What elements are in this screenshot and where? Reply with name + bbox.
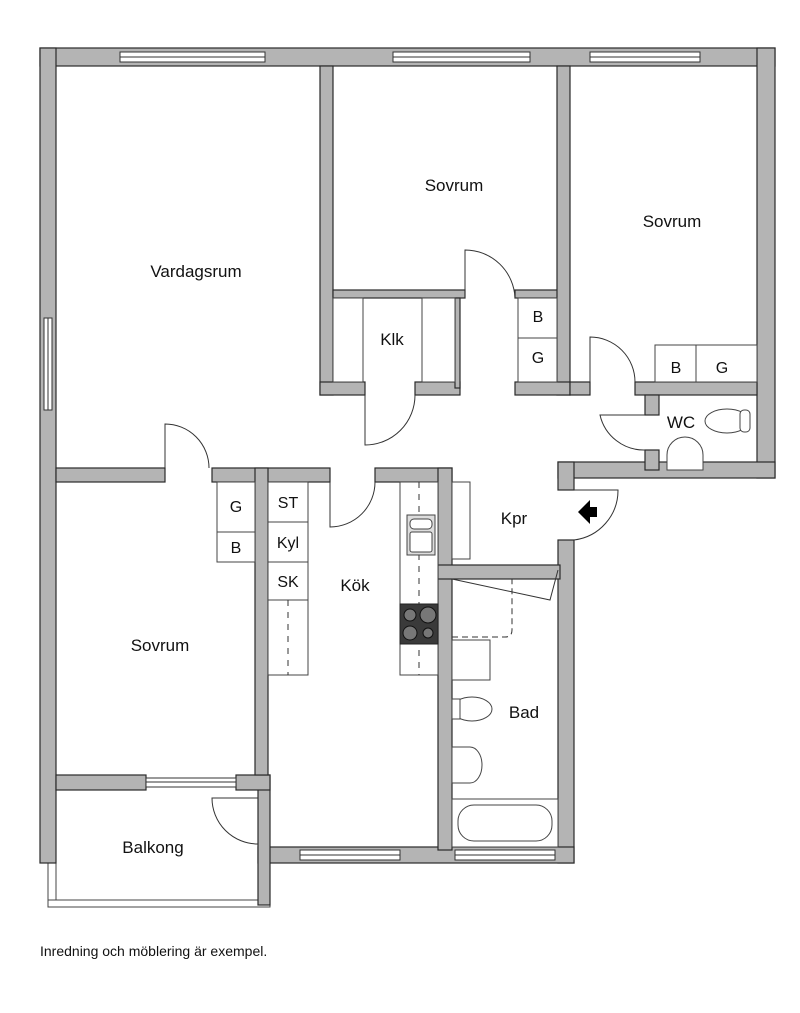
room-label-bad: Bad [509, 703, 539, 722]
room-label-sovrum-top: Sovrum [425, 176, 484, 195]
basin-icon [451, 746, 483, 784]
room-label-vardagsrum: Vardagsrum [150, 262, 241, 281]
storage-label: G [230, 499, 242, 516]
room-label-kpr: Kpr [501, 509, 528, 528]
room-label-sovrum-left: Sovrum [131, 636, 190, 655]
storage-label: Kyl [277, 535, 299, 552]
room-label-sovrum-right: Sovrum [643, 212, 702, 231]
fixtures [216, 297, 758, 848]
storage-label: G [532, 350, 544, 367]
room-label-wc: WC [667, 413, 695, 432]
wc-basin-icon [666, 436, 704, 471]
room-label-kok: Kök [340, 576, 370, 595]
disclaimer-note: Inredning och möblering är exempel. [40, 943, 268, 959]
storage-label: B [533, 309, 544, 326]
doors [164, 249, 646, 845]
storage-label: ST [278, 495, 299, 512]
entrance-arrow-icon [578, 500, 597, 524]
walls [39, 47, 776, 906]
storage-label: SK [277, 574, 299, 591]
windows [43, 51, 701, 861]
room-label-klk: Klk [380, 330, 404, 349]
storage-label: B [231, 540, 242, 557]
storage-label: B [671, 360, 682, 377]
room-label-balkong: Balkong [122, 838, 183, 857]
storage-label: G [716, 360, 728, 377]
